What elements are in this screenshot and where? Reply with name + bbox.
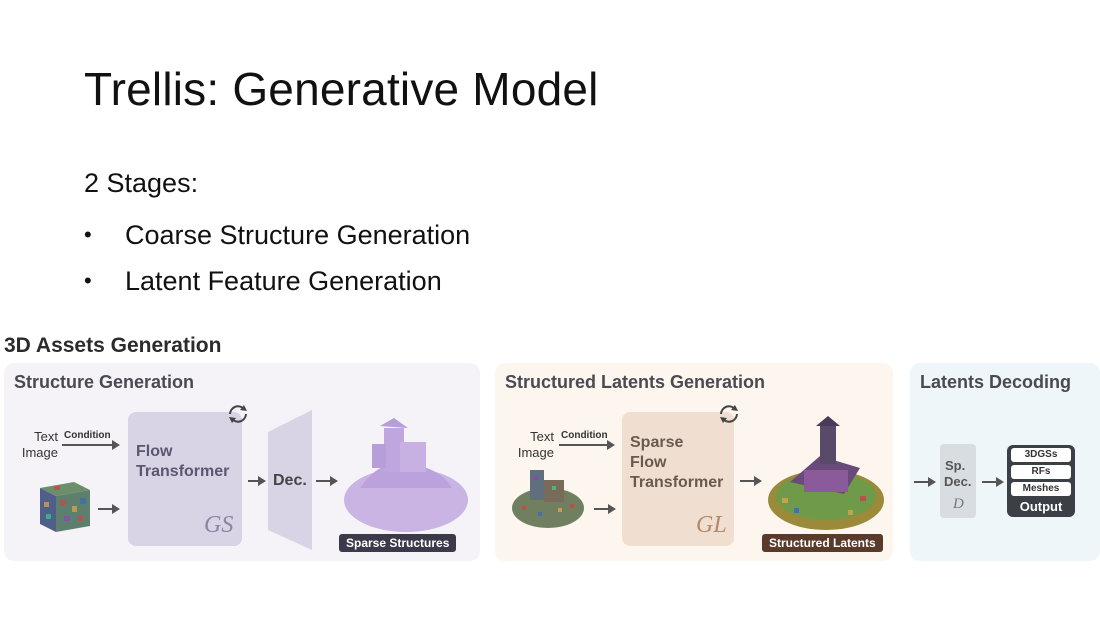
stage-label: Latent Feature Generation: [125, 265, 442, 296]
bullet-icon: •: [84, 268, 92, 293]
sparse-decoder-box: Sp. Dec. D: [940, 444, 976, 518]
output-item-3dgs: 3DGSs: [1011, 448, 1071, 462]
arrow-icon: [594, 504, 616, 514]
slide-title: Trellis: Generative Model: [84, 63, 599, 115]
refresh-icon: [720, 405, 738, 423]
arrow-icon: [248, 476, 266, 486]
arrow-icon: [914, 477, 936, 487]
transformer-label: Sparse: [630, 434, 684, 451]
transformer-symbol: GS: [204, 512, 234, 538]
arrow-icon: [98, 504, 120, 514]
refresh-icon: [229, 405, 247, 423]
input-image-label: Image: [517, 445, 554, 460]
sparse-flow-transformer-box: Sparse Flow Transformer GL: [622, 412, 734, 546]
condition-label: Condition: [561, 430, 608, 441]
transformer-label: Flow: [136, 443, 173, 460]
input-text-label: Text: [530, 429, 554, 444]
noise-cube-icon: [40, 482, 90, 532]
stage-item: • Latent Feature Generation: [84, 258, 470, 304]
sparse-structure-mesh-icon: [344, 418, 468, 532]
transformer-symbol: GL: [696, 512, 727, 538]
panel-title: Structured Latents Generation: [505, 372, 766, 392]
decoder-shape: [268, 410, 312, 550]
decoder-label: Dec.: [273, 472, 307, 489]
arrow-icon: [982, 477, 1004, 487]
structured-latents-tag: Structured Latents: [762, 534, 883, 552]
output-stack: 3DGSs RFs Meshes Output: [1007, 445, 1075, 517]
structured-latents-mesh-icon: [768, 416, 884, 530]
transformer-label: Flow: [630, 454, 667, 471]
input-image-label: Image: [21, 445, 58, 460]
stage-label: Coarse Structure Generation: [125, 219, 471, 250]
decoder-symbol: D: [953, 496, 964, 512]
noisy-structure-icon: [512, 470, 584, 528]
arrow-icon: [62, 440, 120, 450]
decoder-label: Sp.: [945, 458, 966, 473]
stage-item: • Coarse Structure Generation: [84, 212, 470, 258]
stages-heading: 2 Stages:: [84, 168, 199, 198]
figure-title: 3D Assets Generation: [4, 334, 222, 357]
arrow-icon: [559, 440, 615, 450]
arrow-icon: [740, 476, 762, 486]
decoder-label: Dec.: [944, 474, 972, 489]
output-label: Output: [1019, 499, 1063, 514]
transformer-label: Transformer: [630, 474, 724, 491]
panel-title: Structure Generation: [14, 372, 195, 392]
bullet-icon: •: [84, 222, 92, 247]
output-item-rfs: RFs: [1011, 465, 1071, 479]
condition-label: Condition: [64, 430, 111, 441]
panel-title: Latents Decoding: [920, 372, 1072, 392]
sparse-structures-tag: Sparse Structures: [339, 534, 457, 552]
stages-list: • Coarse Structure Generation • Latent Fea…: [84, 212, 470, 304]
arrow-icon: [316, 476, 338, 486]
output-item-meshes: Meshes: [1011, 482, 1071, 496]
flow-transformer-box: Flow Transformer GS: [128, 412, 242, 546]
transformer-label: Transformer: [136, 463, 230, 480]
input-text-label: Text: [34, 429, 58, 444]
